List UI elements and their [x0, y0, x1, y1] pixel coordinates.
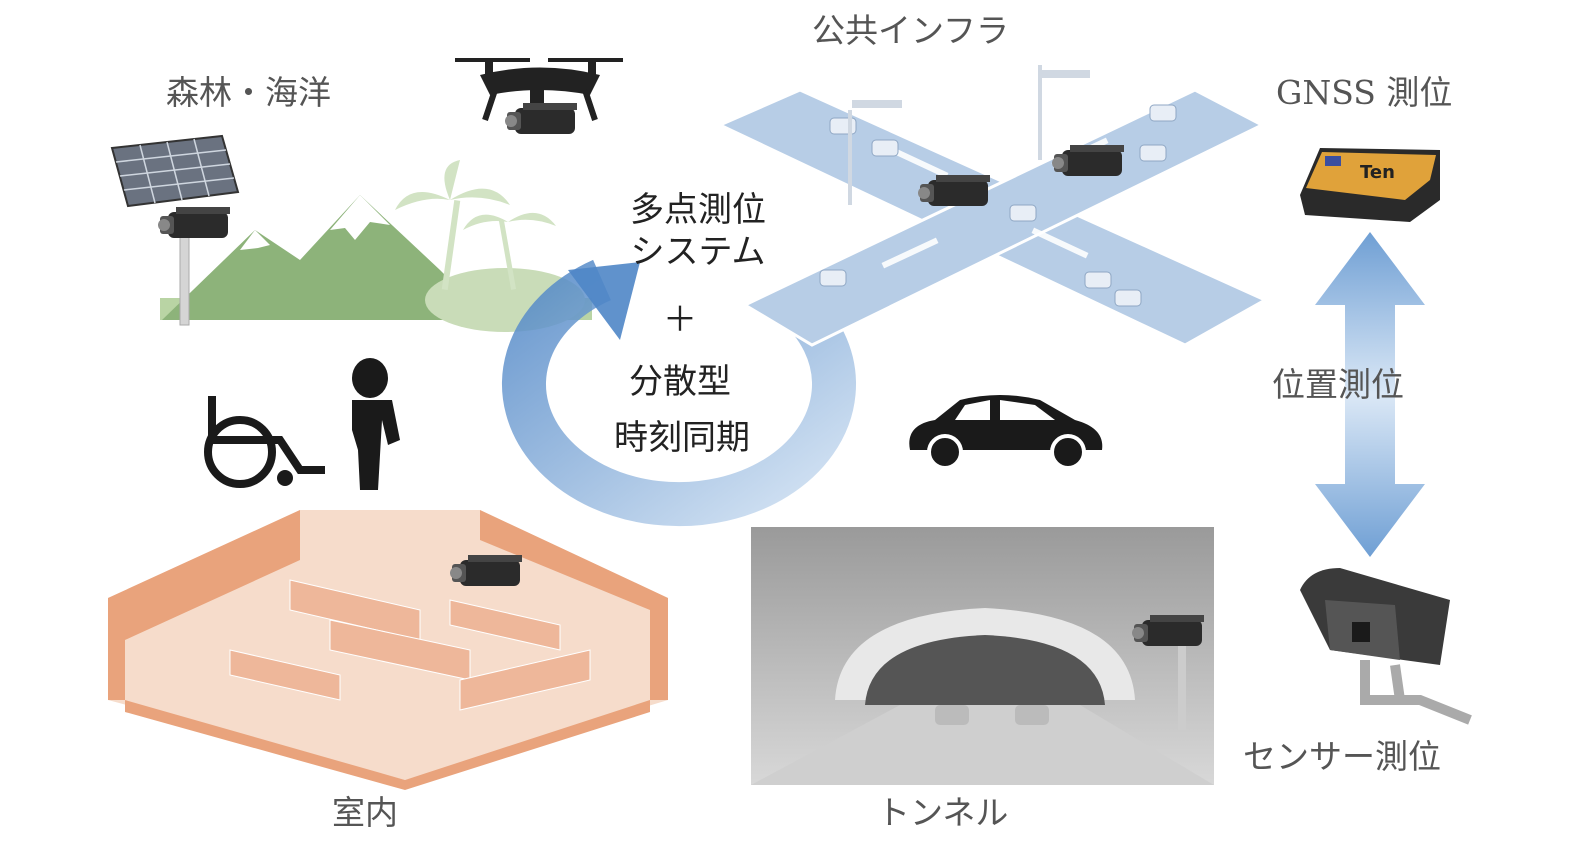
label-position: 位置測位: [1272, 365, 1404, 404]
label-tunnel: トンネル: [877, 793, 1009, 832]
tunnel-scene: [751, 527, 1214, 785]
security-camera-icon: [158, 207, 230, 238]
center-line2: システム: [630, 232, 766, 272]
label-indoor: 室内: [332, 793, 398, 832]
center-line1: 多点測位: [630, 190, 766, 230]
pedestrian-icon: [352, 358, 400, 490]
forest-ocean-scene: [110, 58, 623, 332]
drone-icon: [455, 58, 623, 134]
cycle-arrow-icon: [502, 259, 856, 527]
crossroad-scene: [716, 65, 1269, 347]
gnss-brand-label: Ten: [1360, 162, 1395, 183]
center-plus: ＋: [663, 300, 697, 340]
car-icon: [909, 395, 1103, 470]
label-public-infra: 公共インフラ: [812, 11, 1010, 50]
sensor-camera-icon: [1300, 568, 1472, 725]
center-line4: 時刻同期: [614, 418, 750, 458]
gnss-receiver-icon: Ten: [1300, 148, 1440, 222]
indoor-scene: [108, 510, 668, 790]
palm-tree-icon: [395, 160, 556, 290]
center-line3: 分散型: [629, 362, 731, 402]
double-arrow-icon: [1315, 232, 1425, 557]
label-sensor: センサー測位: [1243, 737, 1441, 776]
wheelchair-icon: [204, 396, 325, 488]
label-gnss: GNSS 測位: [1276, 73, 1453, 112]
label-forest-ocean: 森林・海洋: [166, 73, 331, 112]
solar-panel-icon: [110, 134, 240, 326]
